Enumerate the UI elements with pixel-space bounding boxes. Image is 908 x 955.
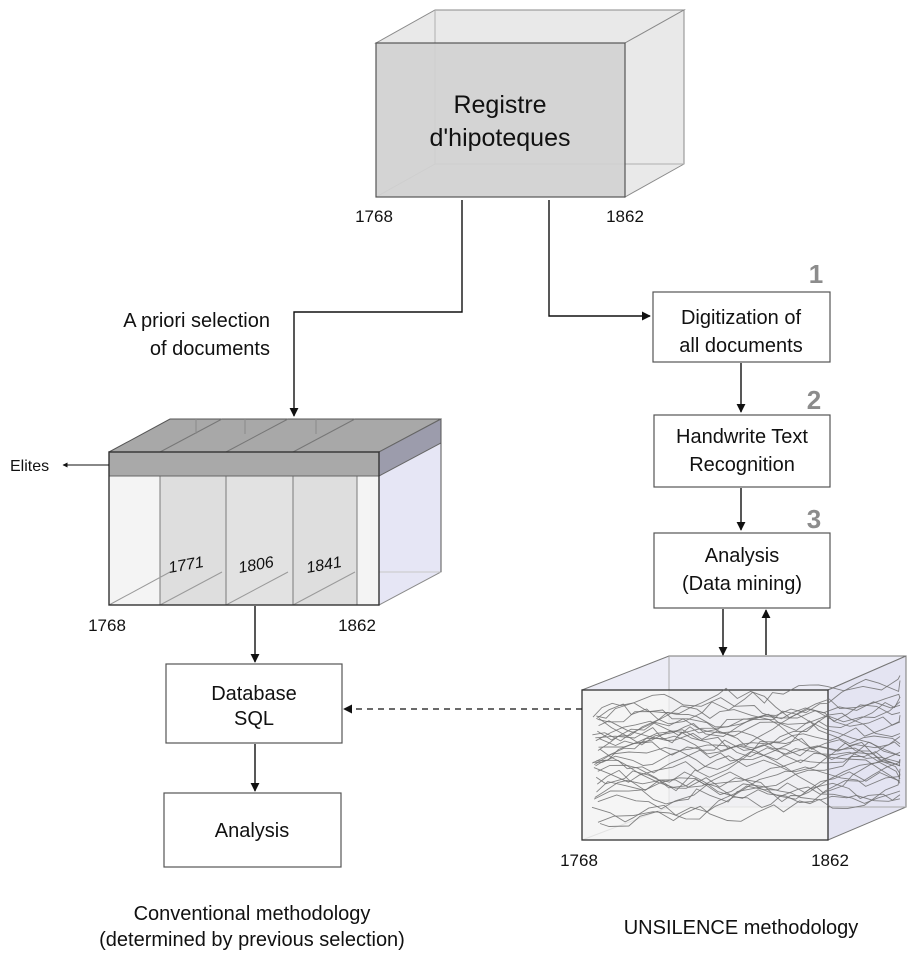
- datamining-box: Analysis (Data mining): [653, 532, 831, 609]
- trajectory-line: [593, 744, 901, 767]
- conventional-caption-line2: (determined by previous selection): [99, 929, 405, 951]
- trajectory-line: [597, 761, 901, 803]
- database-label-line2: SQL: [234, 708, 274, 730]
- arrow-to-selection: [289, 200, 463, 417]
- trajectory-line: [594, 771, 901, 801]
- unsilence-caption: UNSILENCE methodology: [624, 917, 859, 939]
- trajectory-line: [592, 702, 901, 764]
- trajectory-line: [594, 747, 901, 784]
- corpus-year-end: 1862: [811, 851, 849, 870]
- registre-box: Registre d'hipoteques: [374, 9, 686, 198]
- registre-year-start: 1768: [355, 207, 393, 226]
- trajectory-line: [598, 729, 901, 757]
- analysis-box: Analysis: [163, 792, 342, 868]
- trajectory-line: [599, 748, 901, 803]
- trajectory-line: [595, 738, 901, 774]
- corpus-box: [581, 655, 907, 841]
- selection-label-line1: A priori selection: [123, 310, 270, 332]
- data-trajectories: [591, 675, 901, 827]
- trajectory-line: [598, 693, 901, 747]
- database-box: Database SQL: [165, 663, 343, 744]
- selection-year-end: 1862: [338, 616, 376, 635]
- step-number-1: 1: [809, 259, 823, 289]
- slice-year-1: 1771: [167, 554, 205, 577]
- trajectory-line: [597, 764, 901, 802]
- datamining-label-line1: Analysis: [705, 545, 779, 567]
- trajectory-line: [595, 727, 901, 767]
- trajectory-line: [598, 715, 901, 762]
- corpus-year-start: 1768: [560, 851, 598, 870]
- trajectory-line: [597, 687, 901, 727]
- trajectory-line: [596, 751, 901, 805]
- elites-label: Elites: [10, 458, 49, 475]
- registre-title-line1: Registre: [453, 91, 546, 119]
- trajectory-line: [597, 742, 901, 810]
- slice-year-2: 1806: [237, 554, 275, 577]
- step-number-2: 2: [807, 385, 821, 415]
- registre-title-line2: d'hipoteques: [429, 124, 570, 152]
- step-number-3: 3: [807, 504, 821, 534]
- trajectory-line: [593, 759, 901, 800]
- analysis-label: Analysis: [215, 820, 289, 842]
- trajectory-line: [591, 786, 901, 823]
- slice-year-3: 1841: [305, 554, 343, 577]
- digitization-label-line1: Digitization of: [681, 307, 802, 329]
- htr-label-line2: Recognition: [689, 454, 795, 476]
- arrow-to-digitization: [548, 200, 651, 321]
- selection-year-start: 1768: [88, 616, 126, 635]
- database-label-line1: Database: [211, 683, 297, 705]
- trajectory-line: [595, 701, 901, 742]
- trajectory-line: [595, 704, 901, 762]
- registre-year-end: 1862: [606, 207, 644, 226]
- htr-label-line1: Handwrite Text: [676, 426, 808, 448]
- digitization-box: Digitization of all documents: [652, 291, 831, 363]
- htr-box: Handwrite Text Recognition: [653, 414, 831, 488]
- datamining-label-line2: (Data mining): [682, 573, 802, 595]
- trajectory-line: [593, 755, 901, 787]
- digitization-label-line2: all documents: [679, 335, 802, 357]
- trajectory-line: [596, 693, 901, 720]
- trajectory-line: [597, 718, 901, 745]
- selected-documents-box: [108, 418, 442, 606]
- selection-label-line2: of documents: [150, 338, 270, 360]
- trajectory-line: [592, 705, 901, 760]
- trajectory-line: [595, 712, 901, 792]
- conventional-caption-line1: Conventional methodology: [134, 903, 371, 925]
- trajectory-line: [597, 710, 901, 757]
